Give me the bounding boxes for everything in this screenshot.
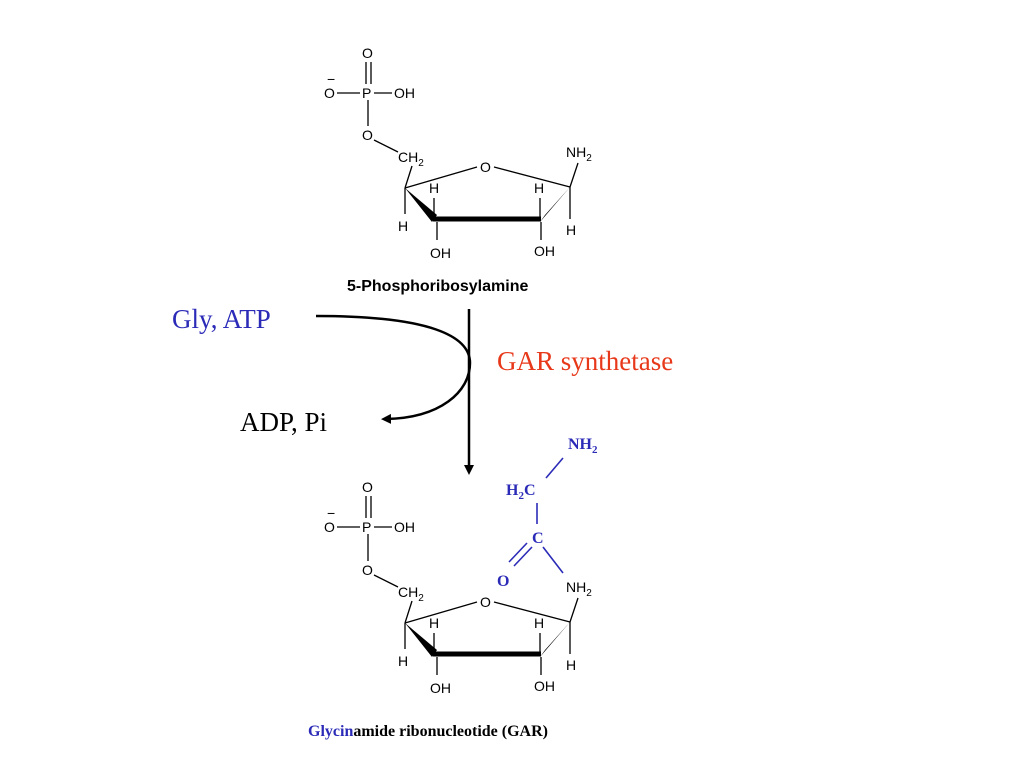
reagents-in-label: Gly, ATP <box>172 304 271 334</box>
bond-c4-ring-o <box>404 601 478 624</box>
molecule-5-phosphoribosylamine: O − O P OH O CH2 O NH2 H H H H OH OH <box>324 45 592 261</box>
bond-o-ch2 <box>373 139 399 153</box>
atom-ch2: CH2 <box>398 584 424 604</box>
atom-glycyl-o: O <box>497 573 509 590</box>
atom-phosphate-o-top: O <box>362 479 373 495</box>
bond-wedge-c1-c2 <box>540 622 570 657</box>
atom-glycyl-carbonyl-c: C <box>532 530 544 547</box>
atom-h-c2: H <box>534 615 544 631</box>
enzyme-label: GAR synthetase <box>497 346 673 376</box>
atom-phosphate-o-minus: − <box>327 505 335 521</box>
atom-ring-o: O <box>480 594 491 610</box>
atom-ester-o: O <box>362 127 373 143</box>
atom-amine: NH2 <box>566 579 592 599</box>
reaction-arrow-side <box>315 314 472 424</box>
molecule-name-gar: Glycinamide ribonucleotide (GAR) <box>308 723 548 740</box>
atom-h-c4: H <box>398 653 408 669</box>
atom-oh-c2: OH <box>534 243 555 259</box>
bond-glycyl-n-ch2 <box>545 457 564 479</box>
bond-wedge-c4-c3 <box>405 188 437 222</box>
atom-oh-c2: OH <box>534 678 555 694</box>
atom-h-c1: H <box>566 657 576 673</box>
atom-phosphate-oh: OH <box>394 519 415 535</box>
bond-wedge-c1-c2 <box>540 187 570 222</box>
atom-phosphate-o-negative: O <box>324 85 335 101</box>
atom-glycyl-nh2: NH2 <box>568 436 598 456</box>
atom-h-c3: H <box>429 180 439 196</box>
molecule-name-gar-rest: amide ribonucleotide (GAR) <box>353 723 548 740</box>
atom-h-c3: H <box>429 615 439 631</box>
bond-ring-o-c1 <box>493 166 571 188</box>
molecule-name-phosphoribosylamine: 5-Phosphoribosylamine <box>347 278 528 295</box>
bond-glycyl-c-o-double-1 <box>513 546 533 567</box>
atom-ester-o: O <box>362 562 373 578</box>
atom-phosphorus: P <box>362 85 371 101</box>
atom-h-c2: H <box>534 180 544 196</box>
bond-o-ch2 <box>373 574 399 588</box>
reagents-out-label: ADP, Pi <box>240 407 327 437</box>
bond-c4-ring-o <box>404 166 478 189</box>
atom-phosphorus: P <box>362 519 371 535</box>
bond-ring-o-c1 <box>493 601 571 623</box>
atom-ch2: CH2 <box>398 149 424 169</box>
bond-ch2-c4 <box>404 600 413 624</box>
atom-amine: NH2 <box>566 144 592 164</box>
atom-phosphate-o-minus: − <box>327 71 335 87</box>
molecule-gar: O − O P OH O CH2 O NH2 H H H H OH OH <box>324 436 598 696</box>
bond-ch2-c4 <box>404 165 413 189</box>
atom-phosphate-o-top: O <box>362 45 373 61</box>
atom-phosphate-oh: OH <box>394 85 415 101</box>
atom-oh-c3: OH <box>430 245 451 261</box>
bond-glycyl-c-n <box>542 546 564 574</box>
molecule-name-gar-highlight: Glycin <box>308 723 353 740</box>
bond-c1-nh <box>569 597 579 623</box>
atom-glycyl-h2c: H2C <box>506 482 536 502</box>
bond-wedge-c4-c3 <box>405 623 437 657</box>
atom-oh-c3: OH <box>430 680 451 696</box>
bond-glycyl-c-o-double-2 <box>508 542 528 563</box>
bond-c1-nh2 <box>569 162 579 188</box>
atom-ring-o: O <box>480 159 491 175</box>
glycyl-group: NH2 H2C C O <box>497 436 598 590</box>
atom-phosphate-o-negative: O <box>324 519 335 535</box>
atom-h-c4: H <box>398 218 408 234</box>
atom-h-c1: H <box>566 222 576 238</box>
